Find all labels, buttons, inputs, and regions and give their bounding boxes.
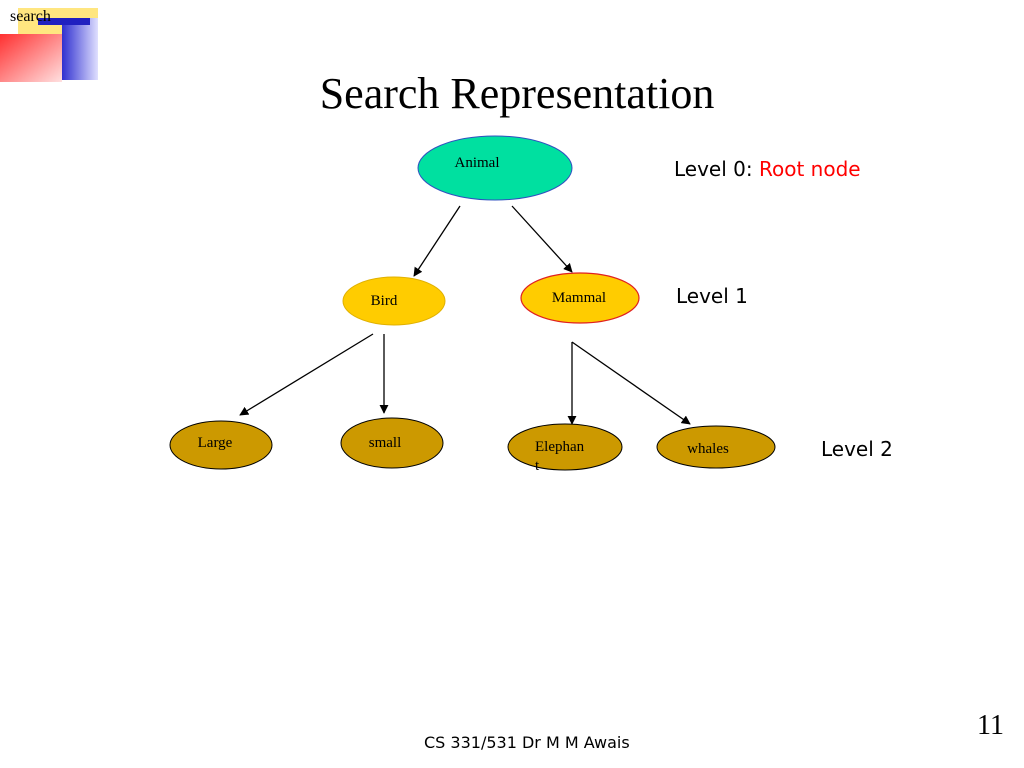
level-0-label: Level 0: Root node (674, 157, 861, 181)
node-large-shape (169, 420, 273, 470)
corner-logo (0, 8, 98, 82)
node-whales: whales (656, 425, 776, 469)
level-1-label: Level 1 (676, 284, 748, 308)
node-mammal-shape (520, 272, 640, 324)
edge-mammal-whales (571, 341, 691, 425)
node-small-label: small (369, 435, 402, 451)
edge-bird-large (239, 333, 374, 416)
level-0-root-node: Root node (758, 157, 861, 181)
node-large: Large (169, 420, 273, 470)
node-small: small (340, 417, 444, 469)
node-animal: Animal (417, 135, 573, 201)
node-bird-shape (342, 276, 446, 326)
node-elephant-label-overflow: t (535, 458, 540, 474)
node-elephant-shape (507, 423, 623, 471)
corner-label: search (10, 8, 51, 25)
node-elephant: Elephan t (507, 423, 623, 474)
node-whales-label: whales (687, 441, 729, 457)
node-small-shape (340, 417, 444, 469)
node-mammal: Mammal (520, 272, 640, 324)
level-2-label: Level 2 (821, 437, 893, 461)
edge-animal-bird (413, 205, 461, 277)
page-title: Search Representation (319, 69, 715, 118)
node-mammal-label: Mammal (552, 290, 606, 306)
node-bird-label: Bird (371, 293, 398, 309)
node-large-label: Large (198, 435, 233, 451)
footer-text: CS 331/531 Dr M M Awais (424, 733, 630, 752)
node-bird: Bird (342, 276, 446, 326)
edge-animal-mammal (511, 205, 573, 273)
node-elephant-label: Elephan (535, 439, 585, 455)
level-0-prefix: Level 0: (674, 157, 759, 181)
node-animal-shape (417, 135, 573, 201)
node-animal-label: Animal (455, 155, 500, 171)
page-number: 11 (977, 710, 1004, 741)
node-whales-shape (656, 425, 776, 469)
